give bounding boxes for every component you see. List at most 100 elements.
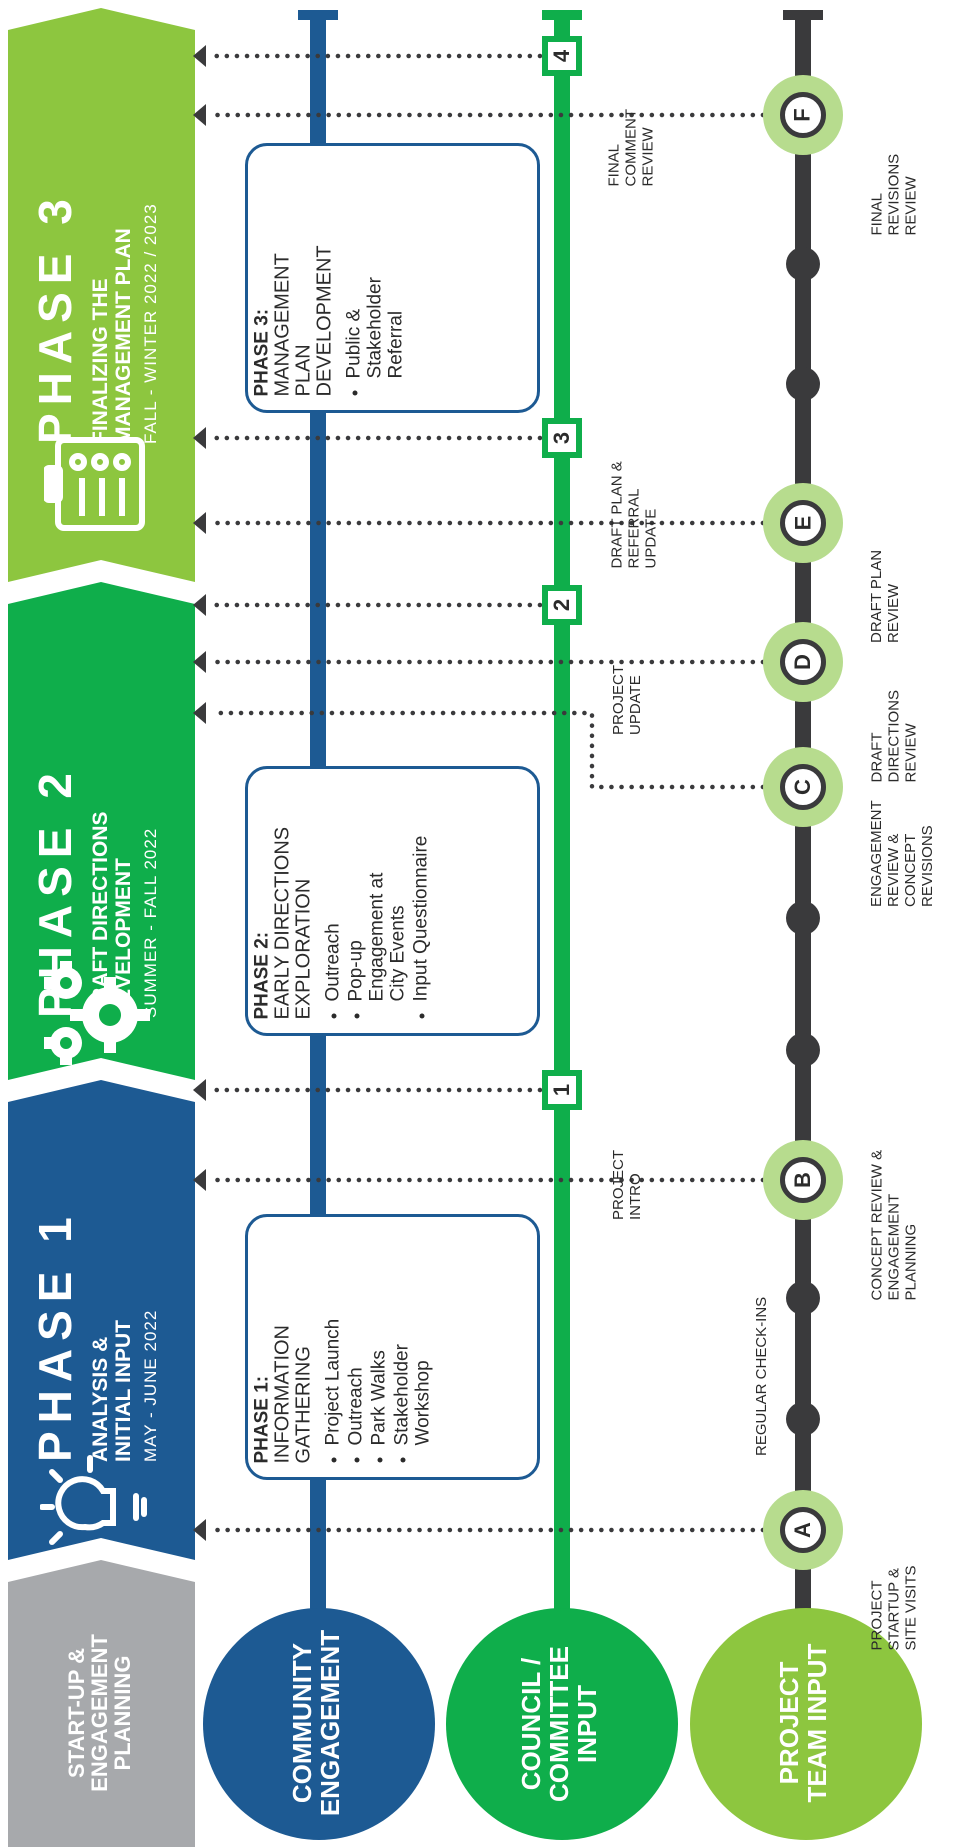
phase-3-box-list: Public & Stakeholder Referral [343,160,406,396]
phase-1-box-title: PHASE 1: [251,1375,272,1463]
phase-3-subtitle-2: MANAGEMENT PLAN [112,228,135,444]
team-milestone-label: DRAFT DIRECTIONS REVIEW [868,689,919,782]
milestone-badge: A [780,1507,826,1553]
council-milestone-label: PROJECT INTRO [610,1149,644,1220]
lightbulb-icon [40,1455,147,1552]
team-arrow-e-head [193,512,206,534]
team-milestone-a: A [763,1490,843,1570]
milestone-letter: D [789,654,815,670]
list-item: Public & Stakeholder Referral [343,160,406,378]
phase-3-dates: FALL - WINTER 2022 / 2023 [141,203,160,444]
list-item: Outreach [322,783,343,1001]
phase-3-box: PHASE 3: MANAGEMENT PLAN DEVELOPMENT Pub… [245,143,540,413]
council-milestone-1: 1 [542,1070,582,1110]
list-item: Project Launch [322,1231,343,1445]
council-arrow-2-head [193,594,206,616]
phase-1-subtitle-2: INITIAL INPUT [112,1320,135,1462]
milestone-letter: B [789,1172,815,1188]
phase-2-box-content: PHASE 2: EARLY DIRECTIONS EXPLORATION Ou… [233,769,522,1033]
milestone-badge: F [780,92,826,138]
phase-3-subtitle-1: FINALIZING THE [89,278,112,444]
team-arrow-a-head [193,1519,206,1541]
team-arrow-f-head [193,104,206,126]
community-track-cap [298,10,338,20]
project-team-circle [690,1608,922,1840]
check-in-dot [786,1281,820,1315]
phase-3-title: PHASE 3 [29,191,81,444]
team-milestone-b: B [763,1140,843,1220]
clipboard-icon [44,437,145,531]
community-engagement-label: COMMUNITY ENGAGEMENT [287,1629,345,1817]
phase-2-box: PHASE 2: EARLY DIRECTIONS EXPLORATION Ou… [245,766,540,1036]
team-track-cap [783,10,823,20]
phase-2-box-list: Outreach Pop-up Engagement at City Event… [322,783,431,1019]
phase-1-box-list: Project Launch Outreach Park Walks Stake… [322,1231,433,1463]
milestone-badge: D [780,639,826,685]
council-arrow-4-head [193,45,206,67]
council-committee-label: COUNCIL / COMMITTEE INPUT [516,1646,602,1802]
phase-1-band [8,1080,195,1560]
milestone-badge: B [780,1157,826,1203]
check-in-dot [786,247,820,281]
council-milestone-2: 2 [542,585,582,625]
phase-1-dates: MAY - JUNE 2022 [141,1309,160,1462]
phase-3-band [8,8,195,582]
council-track-cap [542,10,582,20]
team-milestone-f: F [763,75,843,155]
team-arrow-c [209,710,766,790]
list-item: Stakeholder Workshop [391,1231,433,1445]
startup-label: START-UP & ENGAGEMENT PLANNING [64,1634,135,1792]
team-milestone-c: C [763,747,843,827]
council-milestone-label: DRAFT PLAN & REFERRAL UPDATE [608,460,659,568]
team-milestone-label: DRAFT PLAN REVIEW [868,549,902,643]
team-arrow-c-head [193,702,206,724]
phase-3-box-content: PHASE 3: MANAGEMENT PLAN DEVELOPMENT Pub… [233,146,522,410]
check-in-dot [786,367,820,401]
project-team-label: PROJECT TEAM INPUT [774,1643,832,1803]
milestone-number: 4 [549,49,574,63]
team-arrow-d-head [193,651,206,673]
council-arrow-3-head [193,427,206,449]
check-in-dot [786,901,820,935]
team-milestone-label: CONCEPT REVIEW & ENGAGEMENT PLANNING [868,1149,919,1300]
phase-2-box-subtitle: EARLY DIRECTIONS EXPLORATION [271,826,314,1019]
phase-2-band [8,582,195,1080]
milestone-number: 3 [549,431,574,445]
phase-3-heading: PHASE 3 FINALIZING THE MANAGEMENT PLAN F… [27,74,177,444]
phase-3-box-title: PHASE 3: [251,308,272,396]
startup-band [8,1560,195,1847]
team-arrow-b-head [193,1169,206,1191]
team-milestone-label: PROJECT STARTUP & SITE VISITS [868,1564,919,1650]
milestone-letter: C [789,779,815,795]
council-milestone-4: 4 [542,36,582,76]
phase-1-subtitle-1: ANALYSIS & [89,1336,112,1462]
council-milestone-label: PROJECT UPDATE [610,664,644,735]
milestone-badge: C [780,764,826,810]
check-in-dot [786,1402,820,1436]
team-milestone-e: E [763,483,843,563]
community-engagement-circle [203,1608,435,1840]
phase-2-box-title: PHASE 2: [251,931,272,1019]
phase-1-box-subtitle: INFORMATION GATHERING [271,1324,314,1463]
phase-1-box-content: PHASE 1: INFORMATION GATHERING Project L… [233,1217,522,1477]
council-milestone-label: FINAL COMMENT REVIEW [605,108,656,187]
gears-icon [44,961,150,1065]
milestone-number: 1 [549,1083,574,1097]
list-item: Outreach [345,1231,366,1445]
milestone-number: 2 [549,598,574,612]
phase-1-title: PHASE 1 [29,1209,81,1462]
team-milestone-d: D [763,622,843,702]
phase-1-heading: PHASE 1 ANALYSIS & INITIAL INPUT MAY - J… [27,1092,177,1462]
list-item: Pop-up Engagement at City Events [345,783,408,1001]
phase-1-box: PHASE 1: INFORMATION GATHERING Project L… [245,1214,540,1480]
milestone-letter: A [789,1522,815,1538]
milestone-letter: F [789,108,815,122]
council-arrow-1-head [193,1079,206,1101]
council-committee-circle [446,1608,678,1840]
list-item: Park Walks [368,1231,389,1445]
team-milestone-label: FINAL REVISIONS REVIEW [868,153,919,235]
milestone-badge: E [780,500,826,546]
milestone-letter: E [790,515,815,531]
